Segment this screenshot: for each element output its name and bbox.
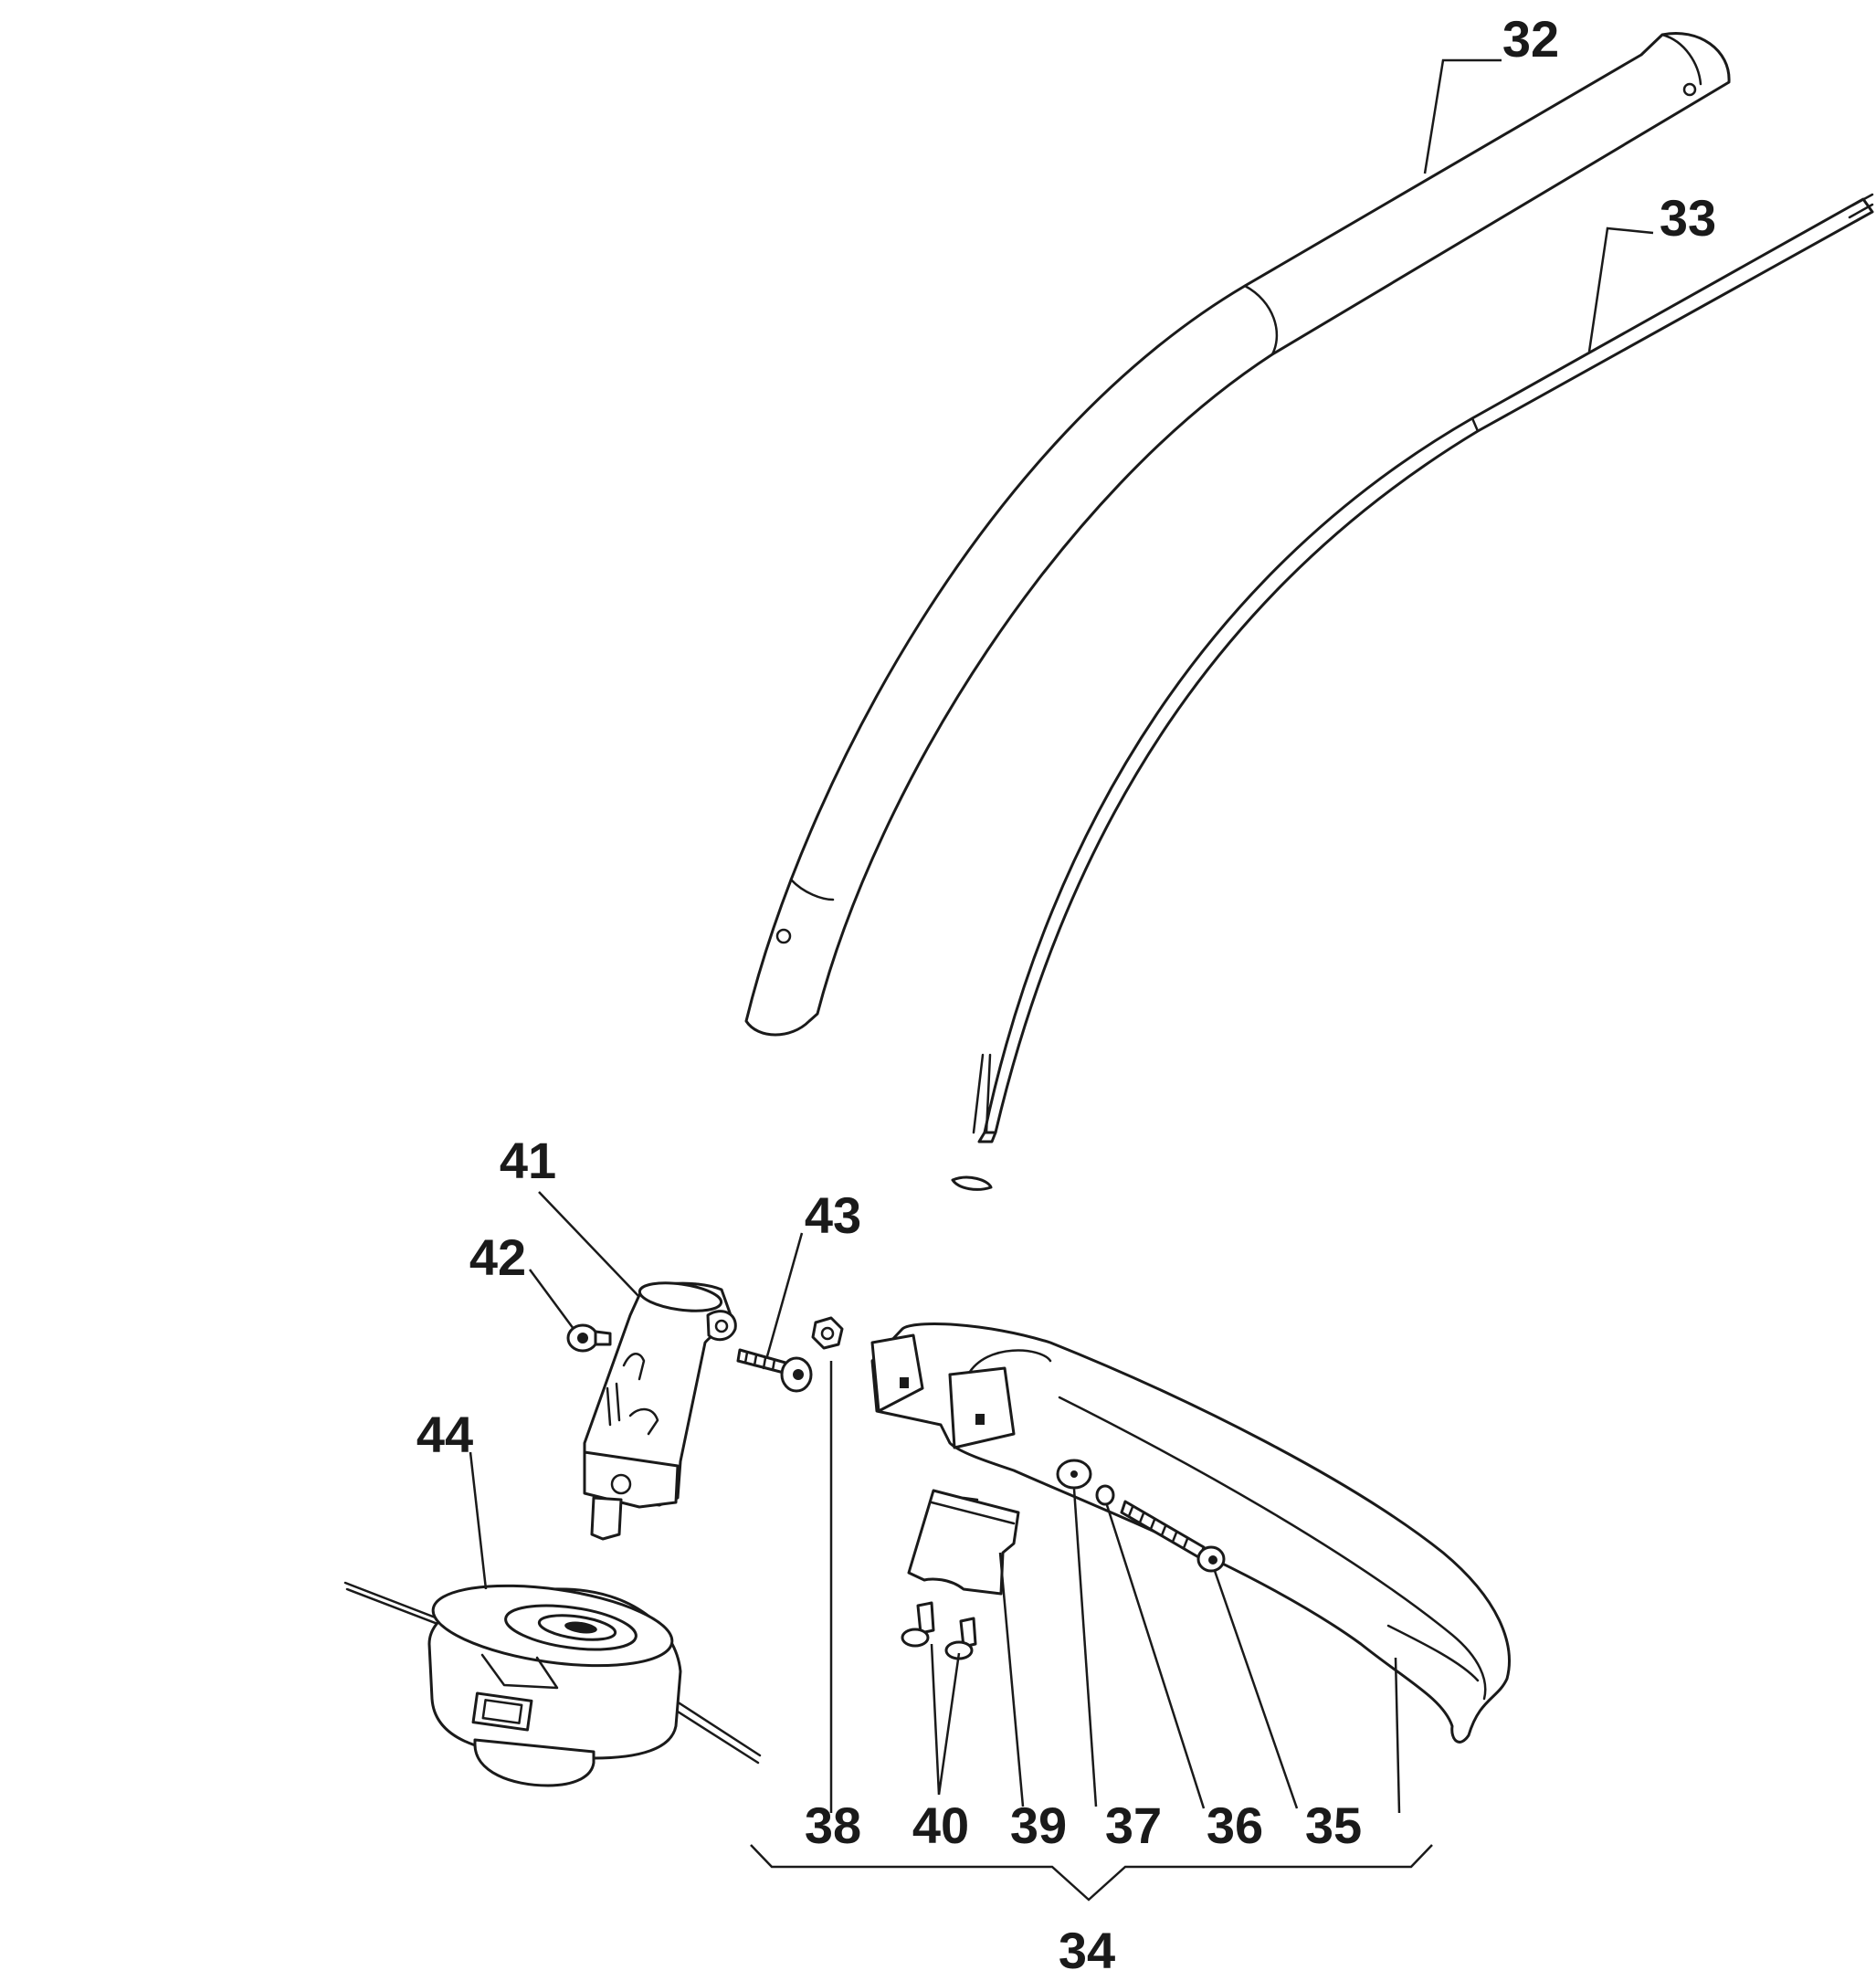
callout-35: 35 (1305, 1797, 1362, 1854)
blade-plate-part (907, 1489, 1020, 1596)
callout-34: 34 (1059, 1922, 1115, 1979)
callout-38: 38 (805, 1797, 861, 1854)
long-screw-part (1120, 1500, 1226, 1573)
clamp-bolt-part (736, 1348, 813, 1393)
flat-washer-part (1056, 1459, 1092, 1490)
cable-clip (951, 1175, 993, 1191)
set-screw-part (566, 1323, 612, 1353)
callout-36: 36 (1207, 1797, 1263, 1854)
callout-39: 39 (1010, 1797, 1067, 1854)
callout-41: 41 (500, 1132, 556, 1189)
cutting-guard-part (870, 1322, 1511, 1744)
callout-40: 40 (912, 1797, 969, 1854)
callout-42: 42 (469, 1228, 526, 1286)
callout-32: 32 (1502, 10, 1559, 68)
callout-44: 44 (416, 1406, 473, 1463)
callout-33: 33 (1660, 189, 1716, 247)
nut-part (811, 1316, 844, 1350)
callout-43: 43 (805, 1186, 861, 1244)
plate-screws-part (901, 1601, 977, 1660)
drive-cable-part (972, 193, 1874, 1143)
lock-washer-part (1095, 1484, 1115, 1506)
shaft-tube-part (744, 32, 1731, 1037)
gear-head-part (583, 1281, 737, 1541)
trimmer-head-part (343, 1581, 762, 1787)
callout-37: 37 (1105, 1797, 1162, 1854)
callout-labels: 32 33 41 42 43 44 38 40 39 37 36 35 34 (416, 10, 1716, 1979)
leader-lines (469, 58, 1654, 1902)
